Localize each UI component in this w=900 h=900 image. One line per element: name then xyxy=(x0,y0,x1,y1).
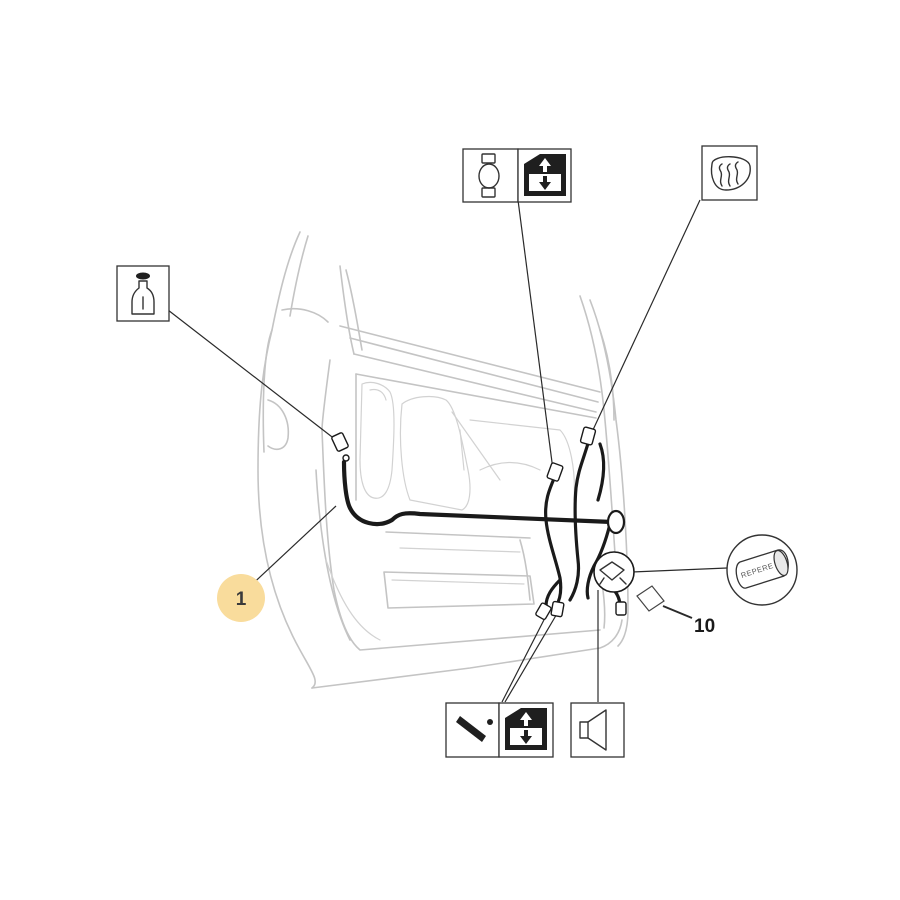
door-lock-key-icon xyxy=(445,702,500,758)
callout-10: 10 xyxy=(694,616,715,637)
leader-lines xyxy=(167,199,728,703)
callout-1: 1 xyxy=(236,589,247,610)
connector-washer-plug xyxy=(342,454,350,462)
connector-washer xyxy=(331,432,349,452)
connector-lock xyxy=(615,601,627,616)
grommet xyxy=(606,509,626,535)
window-lift-icon xyxy=(517,148,572,203)
harness-connectors xyxy=(331,426,635,621)
washer-fluid-bottle-icon xyxy=(116,265,170,322)
lock-unit-symbol-icon xyxy=(599,561,627,585)
callout-1-badge: 1 xyxy=(217,574,265,622)
lock-unit xyxy=(593,551,635,593)
window-switch-icon xyxy=(462,148,519,203)
window-lift-icon xyxy=(498,702,554,758)
speaker-icon xyxy=(570,702,625,758)
wiring-harness xyxy=(341,438,622,608)
repere-marker-icon: REPERE xyxy=(726,534,798,606)
clip-part: 10 xyxy=(636,585,715,637)
connector-lower-right xyxy=(550,600,565,618)
connector-window-switch xyxy=(546,462,564,482)
connector-lower-left xyxy=(535,602,552,621)
door-outline xyxy=(257,231,629,689)
connector-mirror xyxy=(579,426,597,446)
heated-mirror-icon xyxy=(701,145,758,201)
